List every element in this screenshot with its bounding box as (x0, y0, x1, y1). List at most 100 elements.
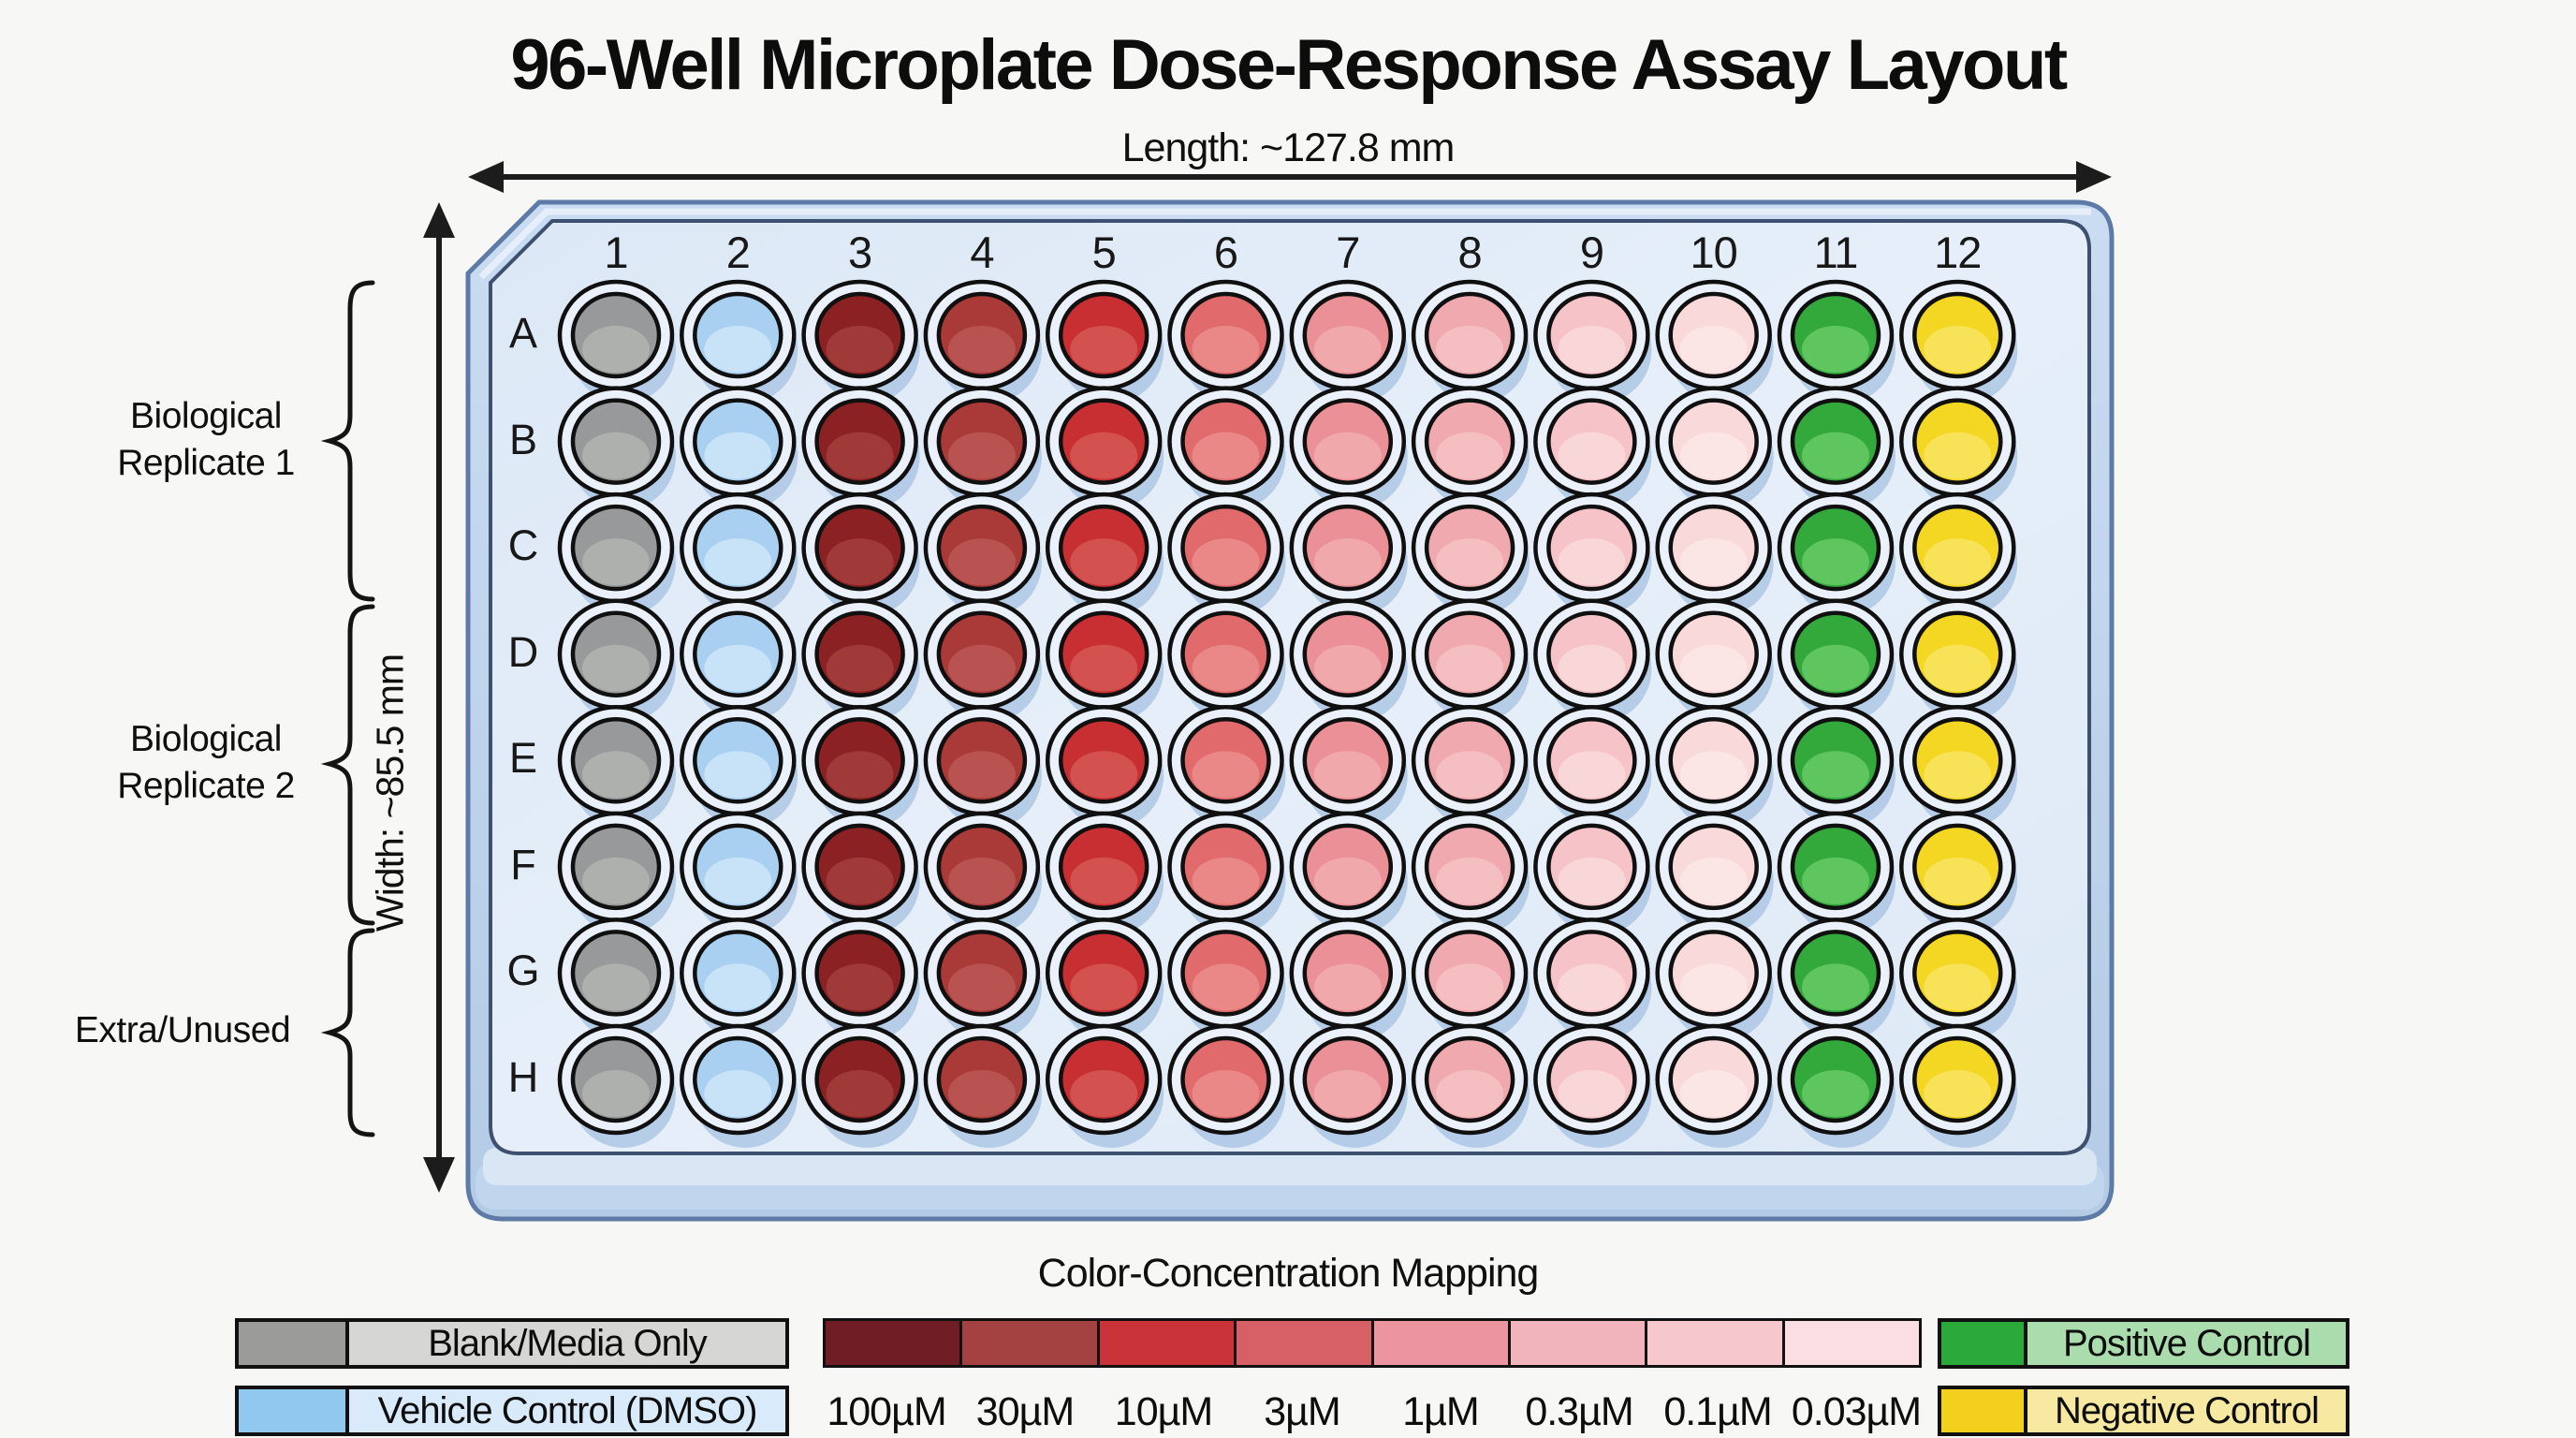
gradient-segment-3µM (1234, 1321, 1371, 1365)
well-G10 (1655, 917, 1774, 1042)
gradient-segment-0.1µM (1645, 1321, 1782, 1365)
well-A4 (923, 279, 1042, 404)
legend-blank-media: Blank/Media Only (235, 1318, 789, 1369)
gradient-segment-0.03µM (1781, 1321, 1919, 1365)
legend-title: Color-Concentration Mapping (1037, 1251, 1540, 1296)
well-C3 (801, 492, 920, 617)
well-E10 (1655, 705, 1774, 829)
wells-grid (557, 279, 2018, 1148)
well-D9 (1533, 598, 1652, 723)
row-header-H: H (507, 1052, 539, 1101)
column-header-12: 12 (1934, 227, 1982, 277)
length-arrow (468, 161, 2112, 193)
concentration-gradient-bar (823, 1318, 1922, 1368)
group-label-replicate-1: Biological Replicate 1 (117, 396, 295, 483)
well-G6 (1167, 917, 1286, 1042)
well-A1 (557, 279, 676, 404)
well-B6 (1167, 386, 1286, 510)
gradient-segment-30µM (959, 1321, 1097, 1365)
well-A6 (1167, 279, 1286, 404)
well-B1 (557, 386, 676, 510)
blank-media-swatch (239, 1322, 349, 1365)
well-H11 (1777, 1023, 1895, 1148)
column-header-4: 4 (970, 227, 994, 277)
well-A10 (1655, 279, 1774, 404)
well-G8 (1411, 917, 1530, 1042)
well-G3 (801, 917, 920, 1042)
well-D1 (557, 598, 676, 723)
column-header-11: 11 (1813, 227, 1859, 277)
conc-label-0.3µM: 0.3µM (1525, 1388, 1633, 1434)
well-G5 (1045, 917, 1164, 1042)
legend-positive-control: Positive Control (1938, 1318, 2349, 1369)
legend-negative-control: Negative Control (1938, 1386, 2349, 1436)
row-header-A: A (508, 309, 537, 357)
row-header-E: E (508, 734, 537, 783)
well-F7 (1289, 811, 1408, 935)
group-label-replicate-2: Biological Replicate 2 (117, 719, 295, 806)
plate-rim-highlight (478, 208, 2091, 280)
well-G11 (1777, 917, 1895, 1042)
well-G12 (1899, 917, 2018, 1042)
conc-label-100µM: 100µM (827, 1388, 946, 1434)
well-C4 (923, 492, 1042, 617)
conc-label-30µM: 30µM (975, 1388, 1075, 1434)
length-dimension-label: Length: ~127.8 mm (1121, 125, 1456, 170)
well-A7 (1289, 279, 1408, 404)
gradient-segment-10µM (1096, 1321, 1235, 1365)
well-C9 (1533, 492, 1652, 617)
well-D8 (1411, 598, 1530, 723)
well-A2 (680, 279, 798, 404)
row-header-C: C (507, 521, 539, 570)
conc-label-0.1µM: 0.1µM (1663, 1388, 1772, 1434)
blank-media-label: Blank/Media Only (349, 1322, 785, 1365)
well-F3 (801, 811, 920, 935)
well-B8 (1411, 386, 1530, 510)
column-header-8: 8 (1457, 227, 1483, 277)
well-G1 (557, 917, 676, 1042)
well-G2 (680, 917, 798, 1042)
well-H2 (680, 1023, 798, 1148)
well-H7 (1289, 1023, 1408, 1148)
column-header-2: 2 (725, 227, 751, 277)
well-F4 (923, 811, 1042, 935)
well-H12 (1899, 1023, 2018, 1148)
well-A12 (1899, 279, 2018, 404)
well-D12 (1899, 598, 2018, 723)
well-H1 (557, 1023, 676, 1148)
group-label-extra-unused: Extra/Unused (74, 1010, 291, 1050)
well-C6 (1167, 492, 1286, 617)
row-header-D: D (507, 627, 539, 676)
well-F9 (1533, 811, 1652, 935)
well-D11 (1777, 598, 1895, 723)
brace-extra-unused (320, 928, 375, 1137)
well-E7 (1289, 705, 1408, 829)
well-H9 (1533, 1023, 1652, 1148)
well-D4 (923, 598, 1042, 723)
width-arrow (423, 202, 455, 1193)
row-header-F: F (510, 840, 536, 888)
well-B12 (1899, 386, 2018, 510)
well-C11 (1777, 492, 1895, 617)
positive-control-swatch (1941, 1322, 2027, 1365)
negative-control-label: Negative Control (2027, 1389, 2346, 1432)
positive-control-label: Positive Control (2027, 1322, 2346, 1365)
well-F6 (1167, 811, 1286, 935)
well-B10 (1655, 386, 1774, 510)
well-B11 (1777, 386, 1895, 510)
well-C5 (1045, 492, 1164, 617)
column-header-5: 5 (1091, 227, 1117, 277)
legend-vehicle-control: Vehicle Control (DMSO) (235, 1386, 789, 1436)
column-header-9: 9 (1579, 227, 1604, 277)
well-D6 (1167, 598, 1286, 723)
well-B4 (923, 386, 1042, 510)
well-A11 (1777, 279, 1895, 404)
column-header-10: 10 (1690, 227, 1738, 277)
gradient-segment-0.3µM (1507, 1321, 1646, 1365)
column-header-3: 3 (848, 227, 872, 277)
well-E5 (1045, 705, 1164, 829)
well-H5 (1045, 1023, 1164, 1148)
